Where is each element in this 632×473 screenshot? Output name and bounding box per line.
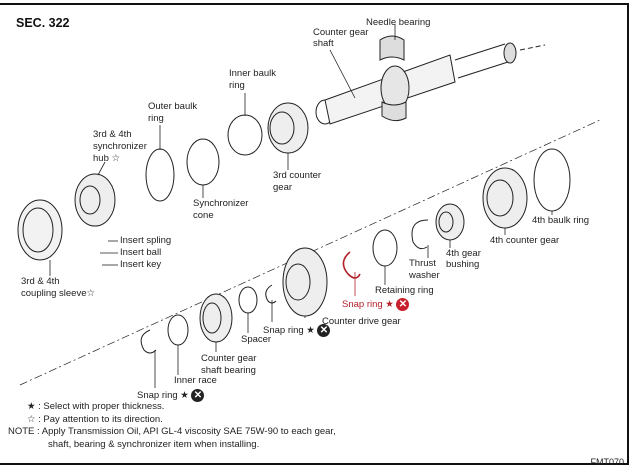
label-third-counter-gear-1: 3rd counter [273, 170, 322, 181]
label-sync-hub-1: 3rd & 4th [93, 129, 132, 140]
label-fourth-gear-bushing-2: bushing [446, 259, 480, 270]
label-fourth-counter-gear: 4th counter gear [490, 235, 560, 246]
label-needle-bearing: Needle bearing [366, 17, 431, 28]
legend-note-2: shaft, bearing & synchronizer item when … [48, 438, 260, 450]
label-insert-key: Insert key [120, 259, 162, 270]
synchronizer-hub-part [74, 173, 116, 227]
snap-ring-red-part [342, 251, 361, 279]
label-fourth-baulk-ring: 4th baulk ring [532, 215, 590, 226]
label-sync-hub-3: hub ☆ [93, 153, 121, 164]
label-counter-gear-shaft-1: Counter gear [313, 27, 369, 38]
do-not-reuse-icon: ✕ [191, 389, 205, 402]
label-third-counter-gear-2: gear [273, 182, 293, 193]
label-snap-ring-low: Snap ring ★ ✕ [137, 389, 205, 402]
label-counter-gear-shaft-bearing-1: Counter gear [201, 353, 257, 364]
do-not-reuse-icon: ✕ [396, 298, 410, 311]
label-coupling-sleeve-2: coupling sleeve☆ [21, 288, 96, 299]
label-insert-spring: Insert spling [120, 235, 172, 246]
label-insert-ball: Insert ball [120, 247, 162, 258]
snap-ring-mid-part [265, 284, 277, 304]
label-counter-drive-gear: Counter drive gear [322, 316, 401, 327]
third-counter-gear-part [267, 102, 309, 154]
inner-baulk-ring-part [227, 114, 263, 156]
snap-ring-low-text: Snap ring ★ [137, 390, 189, 402]
label-counter-gear-shaft-bearing-2: shaft bearing [201, 365, 256, 376]
diagram-frame [0, 3, 629, 465]
label-coupling-sleeve-1: 3rd & 4th [21, 276, 60, 287]
label-thrust-washer-1: Thrust [409, 258, 436, 269]
legend-star-open: ☆ : Pay attention to its direction. [27, 413, 163, 425]
label-fourth-gear-bushing-1: 4th gear [446, 248, 481, 259]
label-synchronizer-cone-2: cone [193, 210, 214, 221]
label-spacer: Spacer [241, 334, 272, 345]
label-snap-ring-mid: Snap ring ★ ✕ [263, 324, 331, 337]
leader-lines [49, 24, 553, 388]
label-thrust-washer-2: washer [409, 270, 440, 281]
counter-gear-shaft-part [315, 42, 546, 125]
do-not-reuse-icon: ✕ [317, 324, 331, 337]
counter-drive-gear-part [282, 247, 328, 317]
legend-note-1: NOTE : Apply Transmission Oil, API GL-4 … [8, 426, 336, 437]
section-title: SEC. 322 [16, 16, 70, 30]
figure-code: FMT070 [590, 457, 624, 467]
axis-line [19, 119, 601, 386]
legend: ★ : Select with proper thickness. ☆ : Pa… [8, 401, 336, 451]
label-inner-baulk-ring-2: ring [229, 80, 245, 91]
synchronizer-cone-part [186, 138, 220, 186]
fourth-baulk-ring-part [533, 148, 571, 212]
needle-bearing-top [379, 35, 405, 61]
spacer-part [238, 286, 258, 314]
snap-ring-red-text: Snap ring ★ [342, 299, 394, 311]
retaining-ring-part [372, 229, 398, 267]
label-outer-baulk-ring-2: ring [148, 113, 164, 124]
label-inner-race: Inner race [174, 375, 217, 386]
label-inner-baulk-ring-1: Inner baulk [229, 68, 277, 79]
counter-gear-shaft-bearing-part [199, 293, 233, 343]
snap-ring-low-part [140, 329, 157, 354]
fourth-counter-gear-part [482, 167, 528, 229]
label-synchronizer-cone-1: Synchronizer [193, 198, 249, 209]
label-sync-hub-2: synchronizer [93, 141, 147, 152]
label-outer-baulk-ring-1: Outer baulk [148, 101, 198, 112]
legend-star-filled: ★ : Select with proper thickness. [27, 401, 165, 412]
label-retaining-ring: Retaining ring [375, 285, 434, 296]
needle-bearing-bottom [381, 101, 407, 122]
fourth-gear-bushing-part [435, 203, 465, 241]
snap-ring-mid-text: Snap ring ★ [263, 325, 315, 337]
coupling-sleeve-part [17, 199, 63, 261]
inner-race-part [167, 314, 189, 346]
thrust-washer-part [411, 219, 429, 250]
outer-baulk-ring-part [145, 148, 175, 202]
label-snap-ring-red: Snap ring ★ ✕ [342, 298, 410, 311]
label-counter-gear-shaft-2: shaft [313, 38, 334, 49]
